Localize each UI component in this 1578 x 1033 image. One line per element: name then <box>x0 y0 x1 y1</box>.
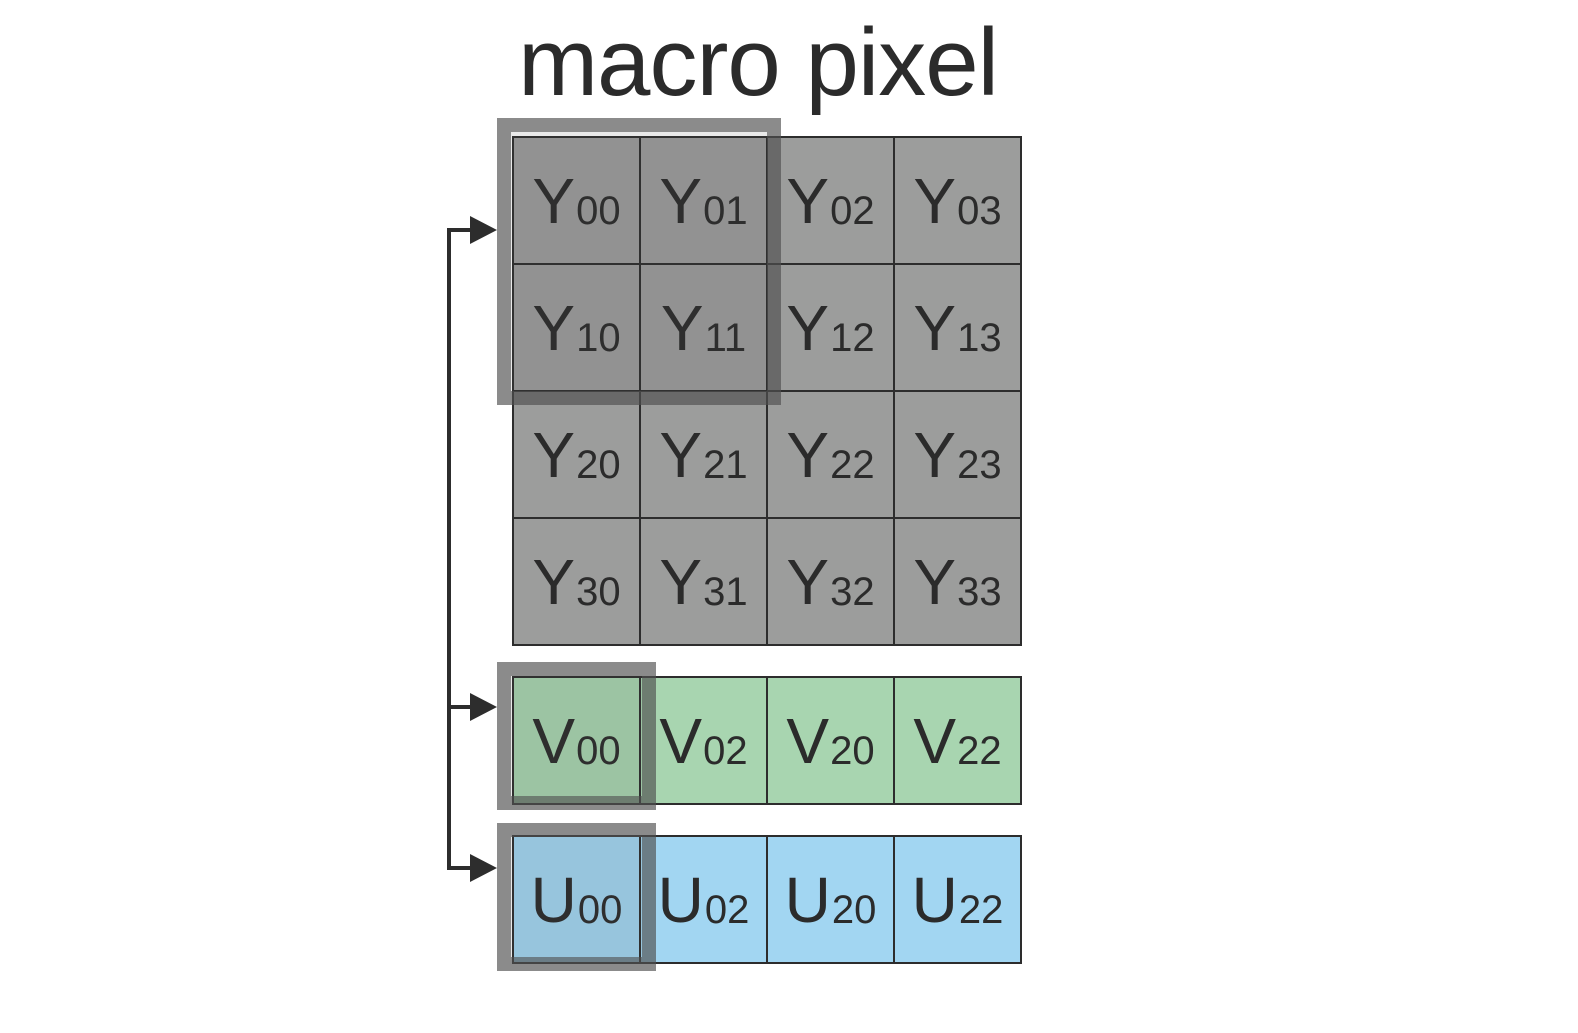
cell-letter: Y <box>786 418 830 491</box>
cell-subscript: 10 <box>576 315 621 360</box>
cell-letter: U <box>911 863 958 936</box>
cell-subscript: 12 <box>830 315 875 360</box>
cell-letter: Y <box>913 291 957 364</box>
cell-subscript: 00 <box>576 188 621 233</box>
cell-subscript: 01 <box>703 188 748 233</box>
cell-letter: Y <box>913 545 957 618</box>
cell-subscript: 22 <box>958 887 1004 932</box>
cell-letter: V <box>659 704 703 777</box>
cell-subscript: 02 <box>703 728 748 773</box>
cell-letter: Y <box>532 291 576 364</box>
cell-subscript: 20 <box>831 887 877 932</box>
cell-subscript: 11 <box>704 315 747 360</box>
arrow-to-v-macro-pixel <box>470 693 497 721</box>
cell-subscript: 02 <box>704 887 750 932</box>
cell-subscript: 31 <box>703 569 748 614</box>
cell-subscript: 22 <box>957 728 1002 773</box>
cell-letter: Y <box>660 291 704 364</box>
cell-subscript: 30 <box>576 569 621 614</box>
cell-subscript: 00 <box>576 728 621 773</box>
diagram-title: macro pixel <box>518 9 999 116</box>
cell-letter: Y <box>532 164 576 237</box>
cell-letter: Y <box>786 545 830 618</box>
cell-letter: Y <box>532 418 576 491</box>
arrow-to-y-macro-pixel <box>470 216 497 244</box>
cell-letter: Y <box>786 291 830 364</box>
cell-letter: Y <box>659 545 703 618</box>
cell-letter: Y <box>913 418 957 491</box>
cell-letter: V <box>913 704 957 777</box>
cell-subscript: 20 <box>830 728 875 773</box>
cell-letter: Y <box>659 164 703 237</box>
cell-letter: V <box>786 704 830 777</box>
cell-subscript: 22 <box>830 442 875 487</box>
cell-letter: U <box>784 863 831 936</box>
cell-letter: Y <box>532 545 576 618</box>
cell-subscript: 00 <box>577 887 623 932</box>
cell-letter: U <box>657 863 704 936</box>
cell-subscript: 21 <box>703 442 748 487</box>
connector-trunk-line <box>447 228 470 870</box>
cell-subscript: 02 <box>830 188 875 233</box>
cell-subscript: 03 <box>957 188 1002 233</box>
cell-letter: Y <box>659 418 703 491</box>
arrow-to-u-macro-pixel <box>470 854 497 882</box>
cell-subscript: 23 <box>957 442 1002 487</box>
cell-letter: Y <box>913 164 957 237</box>
cell-letter: U <box>530 863 577 936</box>
cell-subscript: 33 <box>957 569 1002 614</box>
cell-subscript: 13 <box>957 315 1002 360</box>
cell-letter: Y <box>786 164 830 237</box>
cell-subscript: 32 <box>830 569 875 614</box>
cell-subscript: 20 <box>576 442 621 487</box>
cell-letter: V <box>532 704 576 777</box>
